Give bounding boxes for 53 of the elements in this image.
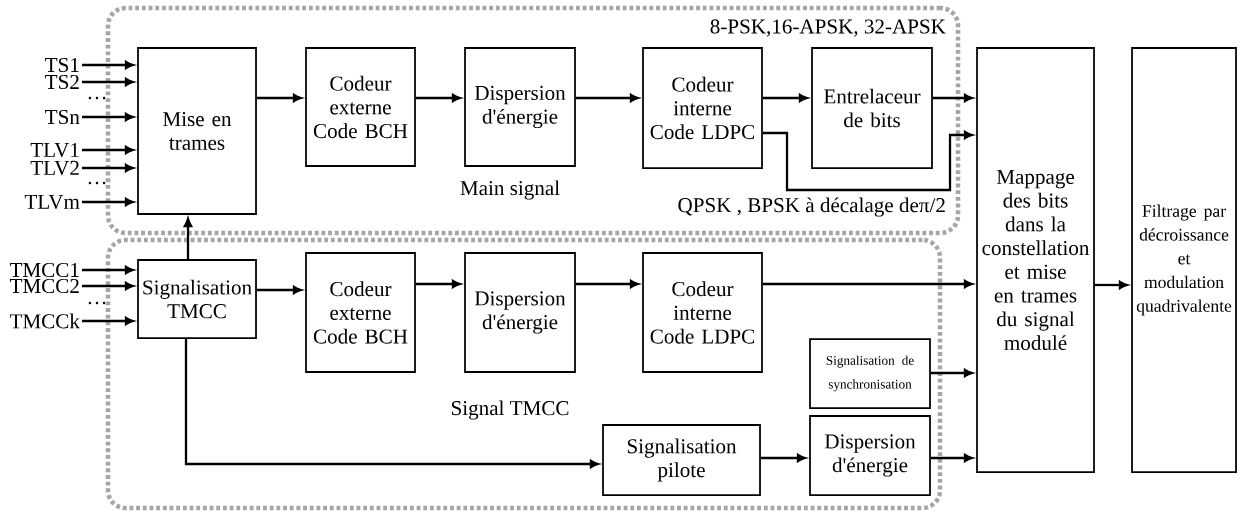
- arrow: [1094, 280, 1129, 290]
- arrow: [930, 368, 974, 378]
- arrow: [82, 316, 135, 326]
- process-box: Dispersion d'énergie: [464, 252, 576, 373]
- arrow: [82, 281, 135, 291]
- arrow: [762, 93, 809, 103]
- ellipsis: …: [88, 181, 106, 185]
- arrow: [82, 112, 135, 122]
- arrow: [415, 93, 462, 103]
- arrow: [930, 453, 974, 463]
- input-label: TMCC1: [9, 262, 79, 278]
- input-label: TLV2: [30, 160, 79, 176]
- ellipsis: …: [88, 96, 106, 100]
- arrow: [82, 77, 135, 87]
- process-box: Filtrage par décroissance et modulation quadrivalente: [1131, 47, 1237, 473]
- arrow: [184, 338, 600, 469]
- process-box: Entrelaceur de bits: [811, 47, 933, 169]
- process-box: Codeur externe Code BCH: [305, 47, 416, 167]
- process-box: Signalisation TMCC: [137, 259, 257, 339]
- process-box: Mise en trames: [137, 47, 257, 215]
- arrow: [256, 93, 303, 103]
- input-label: TMCCk: [9, 313, 80, 329]
- input-label: TLV1: [30, 142, 79, 158]
- arrow: [575, 93, 640, 103]
- arrow: [762, 279, 974, 289]
- input-label: TMCC2: [9, 278, 79, 294]
- arrow: [415, 279, 462, 289]
- arrow: [256, 285, 303, 295]
- arrow: [760, 453, 807, 463]
- input-label: TLVm: [24, 194, 80, 210]
- arrow: [932, 93, 974, 103]
- arrow: [82, 60, 135, 70]
- process-box: Signalisation pilote: [602, 424, 761, 496]
- input-label: TS2: [45, 74, 79, 90]
- arrow: [82, 145, 135, 155]
- arrow: [82, 197, 135, 207]
- arrow: [183, 217, 193, 260]
- process-box: Codeur externe Code BCH: [305, 252, 416, 373]
- process-box: Dispersion d'énergie: [809, 415, 931, 496]
- ellipsis: …: [88, 301, 106, 305]
- arrow: [575, 279, 640, 289]
- process-box: Dispersion d'énergie: [464, 47, 576, 167]
- process-box: Codeur interne Code LDPC: [642, 252, 763, 373]
- process-box: Mappage des bits dans la constellation et mise en trames du signal modulé: [976, 47, 1095, 473]
- arrow: [82, 163, 135, 173]
- input-label: TSn: [45, 109, 80, 125]
- arrow: [762, 130, 974, 192]
- modulation-label: 8-PSK,16-APSK, 32-APSK: [710, 19, 946, 37]
- process-box: Codeur interne Code LDPC: [642, 47, 763, 169]
- arrow: [82, 265, 135, 275]
- modulation-label: QPSK , BPSK à décalage deπ/2: [678, 197, 945, 217]
- input-label: TS1: [45, 57, 79, 73]
- process-box: Signalisation de synchronisation: [809, 338, 931, 409]
